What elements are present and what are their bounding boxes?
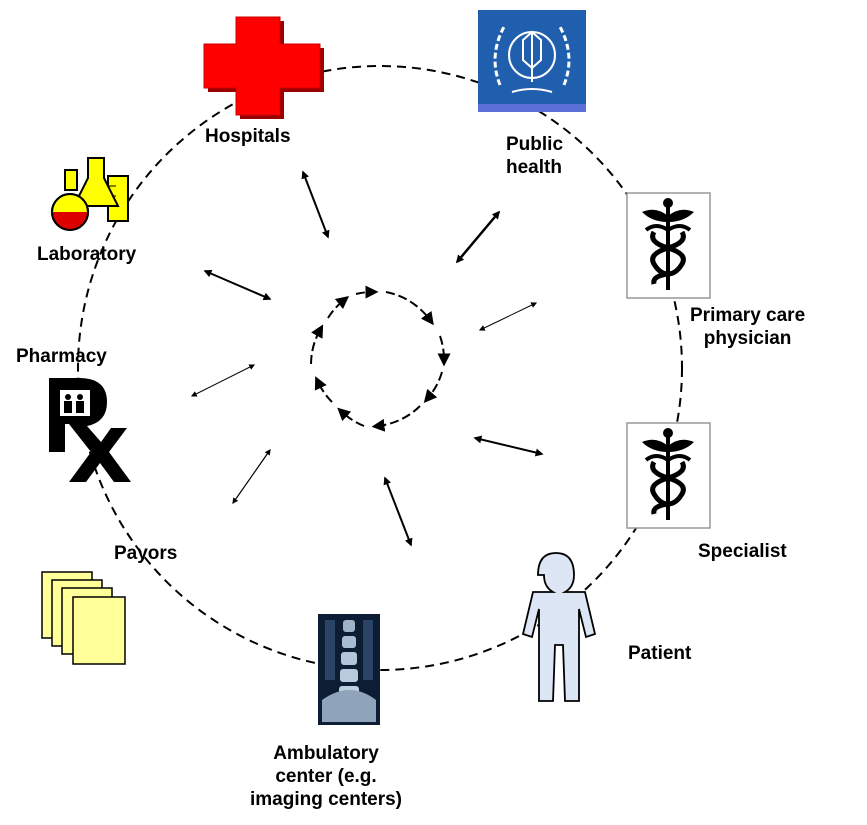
lab-flasks-icon xyxy=(51,157,129,231)
primary-care-label-line: Primary care xyxy=(690,305,806,326)
hospitals-label: Hospitals xyxy=(205,126,291,147)
public-health-label-line: Public xyxy=(506,134,564,155)
pharmacy-label: Pharmacy xyxy=(16,346,107,367)
person-outline-icon xyxy=(521,552,597,702)
rx-icon xyxy=(49,378,131,482)
ambulatory-label: Ambulatory center (e.g. imaging centers) xyxy=(226,742,426,811)
arrow-public-health xyxy=(455,210,501,264)
arrow-laboratory xyxy=(203,269,272,301)
specialist-label: Specialist xyxy=(698,541,787,562)
public-health-label-line: health xyxy=(506,157,562,178)
primary-care-label: Primary care physician xyxy=(690,304,805,350)
arrow-payors xyxy=(232,449,271,504)
ambulatory-label-line: imaging centers) xyxy=(249,789,403,810)
arrow-hospitals xyxy=(301,170,330,239)
outer-dashed-circle xyxy=(77,65,683,671)
spine-xray-icon xyxy=(318,614,380,725)
patient-label: Patient xyxy=(628,643,692,664)
spoke-arrows xyxy=(190,170,544,547)
ambulatory-label-line: center (e.g. xyxy=(275,766,377,787)
caduceus-icon xyxy=(626,192,711,299)
red-cross-icon xyxy=(203,16,324,119)
arrow-primary-care xyxy=(478,302,538,331)
payors-label: Payors xyxy=(114,543,178,564)
arrow-ambulatory xyxy=(383,476,413,547)
laboratory-label: Laboratory xyxy=(37,244,137,265)
public-health-seal-icon xyxy=(478,10,586,112)
public-health-label: Public health xyxy=(506,133,563,179)
caduceus-icon xyxy=(626,422,711,529)
arrow-specialist xyxy=(473,435,544,457)
primary-care-label-line: physician xyxy=(703,328,792,349)
inner-cycle-ring xyxy=(310,285,451,432)
stacked-documents-icon xyxy=(41,571,126,665)
arrow-pharmacy xyxy=(190,364,256,397)
ambulatory-label-line: Ambulatory xyxy=(273,743,379,764)
